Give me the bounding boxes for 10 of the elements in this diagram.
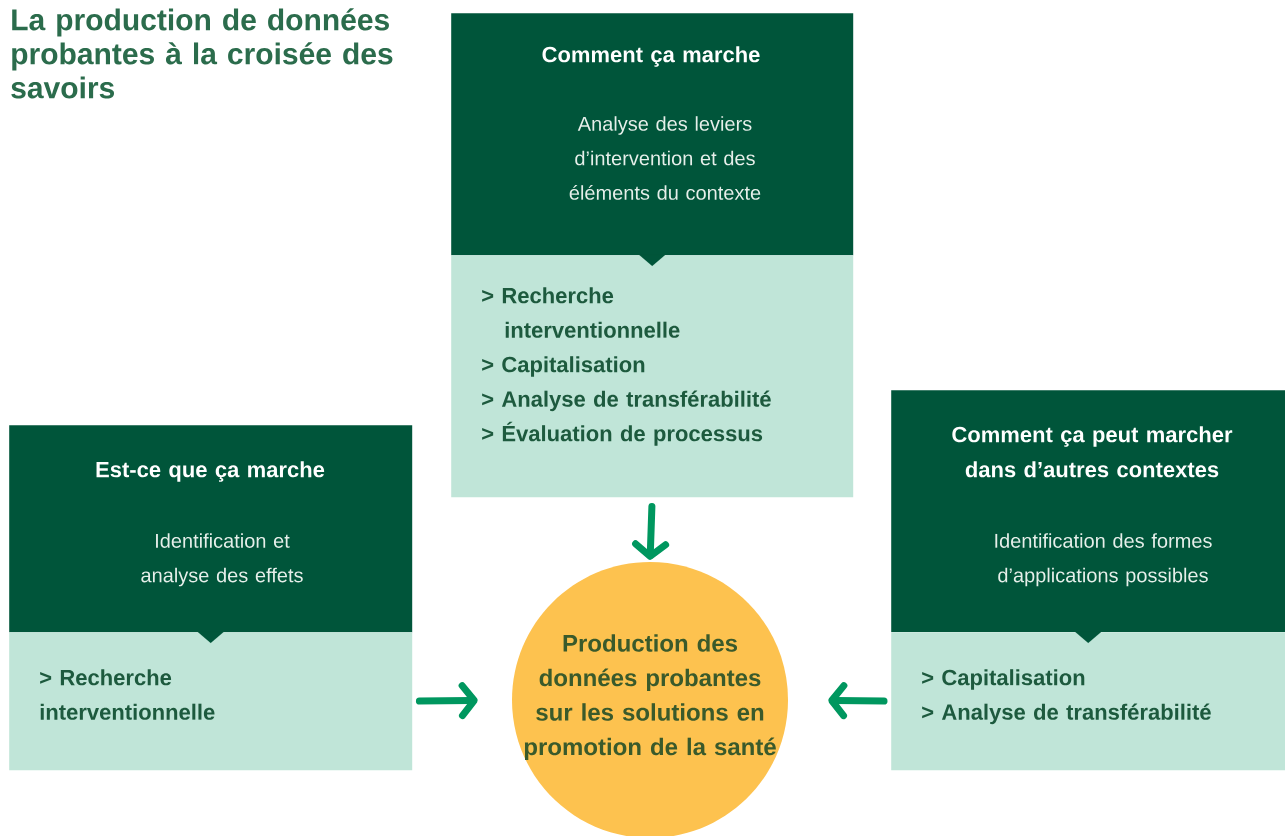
heading-box: Est-ce que ça marche Identification et analyse des effets xyxy=(9,425,413,633)
pointer-triangle xyxy=(1075,631,1102,643)
list-box: > Recherche interventionnelle xyxy=(9,632,413,771)
pointer-triangle xyxy=(639,254,666,266)
list-box: > Recherche interventionnelle > Capitalisation > Analyse de transférabilité > Évaluation de processus xyxy=(451,255,854,498)
list-box: > Capitalisation > Analyse de transférabilité xyxy=(891,632,1285,771)
heading-box: Comment ça peut marcher dans d’autres contextes Identification des formes d’applications possibles xyxy=(891,390,1285,633)
title: La production de données probantes à la croisée des savoirs xyxy=(11,8,393,99)
pointer-triangle xyxy=(197,631,224,643)
heading-box: Comment ça marche Analyse des leviers d’intervention et des éléments du contexte xyxy=(451,13,854,256)
